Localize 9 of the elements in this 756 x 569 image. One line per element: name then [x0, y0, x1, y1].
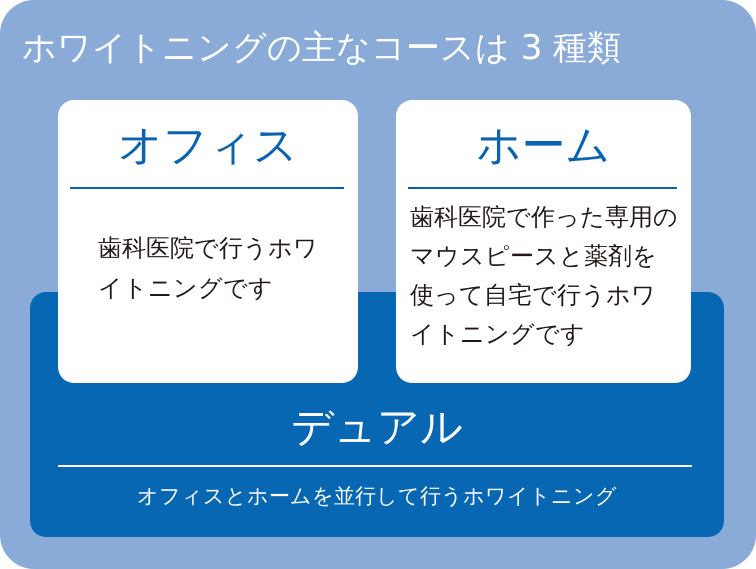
- course-heading: オフィス: [117, 119, 299, 173]
- description-text: 歯科医院で作った専用のマウスピースと薬剤を使って自宅で行うホワイトニングです: [410, 202, 678, 350]
- description-text: オフィスとホームを並行して行うホワイトニング: [136, 483, 618, 510]
- course-heading: デュアル: [290, 401, 464, 453]
- course-card: [396, 100, 691, 383]
- title-text: ホワイトニングの主なコースは 3 種類: [22, 27, 622, 70]
- description-text: 歯科医院で行うホワイトニングです: [98, 233, 319, 304]
- course-card: [58, 100, 358, 383]
- course-heading: ホーム: [476, 119, 612, 173]
